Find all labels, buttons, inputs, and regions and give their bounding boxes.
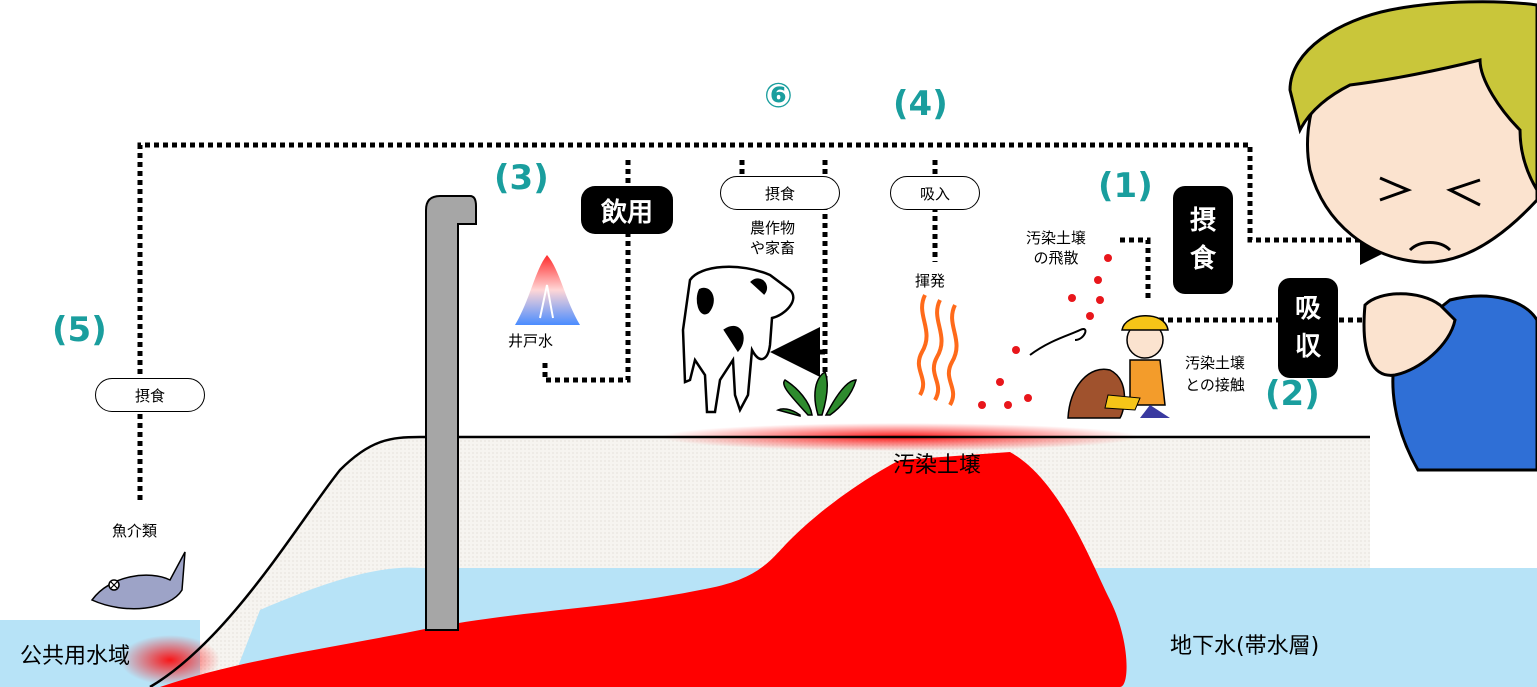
ingest-char-1: 摂 — [1189, 206, 1216, 236]
well-water-label: 井戸水 — [508, 332, 554, 350]
soil-contact-label: 汚染土壌 との接触 — [1185, 352, 1245, 396]
soil-scatter-label: 汚染土壌 の飛散 — [1026, 228, 1086, 268]
public-waters-label: 公共用水域 — [20, 644, 131, 669]
contaminated-soil-body — [160, 452, 1127, 687]
contaminated-soil-label: 汚染土壌 — [893, 453, 982, 478]
grass-icon — [775, 370, 857, 417]
absorb-char-1: 吸 — [1294, 294, 1321, 324]
crops-livestock-label: 農作物 や家畜 — [750, 218, 795, 258]
ingest-char-2: 食 — [1189, 244, 1216, 274]
well-pipe-icon — [425, 195, 477, 631]
ingestion-pill-fish: 摂食 — [95, 378, 205, 412]
worker-icon — [1067, 315, 1170, 419]
pathway-6-number: ⑥ — [764, 76, 793, 116]
ground-line — [149, 435, 1370, 687]
vapor-icon — [916, 294, 959, 407]
crops-line-1: 農作物 — [750, 219, 796, 237]
ingestion-pill-crops: 摂食 — [720, 176, 840, 210]
public-water-contamination-glow — [120, 635, 220, 685]
groundwater-label: 地下水(帯水層) — [1170, 634, 1320, 659]
contact-line-1: 汚染土壌 — [1185, 354, 1246, 372]
volatilization-label: 揮発 — [915, 272, 946, 290]
absorb-char-2: 収 — [1294, 332, 1321, 362]
cow-icon — [681, 265, 795, 414]
mountain-well-icon — [515, 255, 580, 325]
pathway-4-number: (4) — [893, 84, 948, 124]
wind-swirl — [1029, 328, 1087, 356]
inhalation-pill: 吸入 — [890, 176, 980, 210]
boy-icon — [1288, 0, 1537, 472]
scatter-line-1: 汚染土壌 — [1026, 229, 1087, 247]
pathway-1-number: (1) — [1098, 166, 1153, 206]
contact-line-2: との接触 — [1185, 376, 1245, 394]
pathway-5-number: (5) — [52, 310, 107, 350]
fish-icon — [90, 551, 186, 610]
pathway-3-number: (3) — [494, 158, 549, 198]
fish-label: 魚介類 — [112, 522, 158, 540]
scatter-particles — [978, 254, 1112, 409]
crops-line-2: や家畜 — [750, 239, 796, 257]
pathway-2-number: (2) — [1265, 374, 1320, 414]
absorb-vertical-label: 吸 収 — [1278, 278, 1338, 378]
ingest-vertical-label: 摂 食 — [1173, 186, 1233, 294]
scatter-line-2: の飛散 — [1033, 249, 1079, 267]
drinking-label: 飲用 — [581, 186, 673, 234]
